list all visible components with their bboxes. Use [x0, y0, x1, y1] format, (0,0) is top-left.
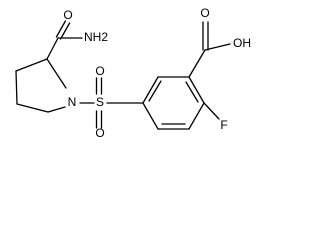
bond-cooh-oh [204, 43, 231, 51]
bond-ring-c4-c5 [16, 103, 49, 113]
bond-ring-c2-n [46, 58, 67, 89]
sulfonyl-oxygen-bottom-label: O [95, 126, 104, 140]
bond-ar-4-5 [188, 102, 205, 130]
bond-ar-3-4 [188, 76, 205, 104]
fluorine-label: F [220, 118, 227, 132]
bond-amide-c-ring [46, 37, 59, 60]
acid-hydroxyl-label: OH [233, 36, 251, 50]
bond-ar-6-1 [142, 102, 159, 130]
sulfur-label: S [96, 95, 104, 109]
acid-oxygen-label: O [200, 6, 209, 20]
sulfonyl-oxygen-top-label: O [95, 64, 104, 78]
bond-amide-c-o-2 [59, 22, 71, 40]
ring-nitrogen-label: N [68, 95, 77, 109]
bond-ar-1-2-inner [148, 80, 162, 102]
bond-ring-c3-c4 [15, 70, 18, 105]
bond-ar-3-4-inner [185, 81, 199, 103]
bond-ar-1-2 [142, 76, 159, 104]
bond-ring-c5-n [47, 106, 66, 113]
bond-amide-c-o-1 [55, 20, 67, 38]
bond-ring-c2-c3 [15, 58, 48, 72]
molecule-structure: O NH2 N S O O O OH F [15, 6, 251, 140]
bond-ar-cooh [188, 49, 206, 78]
bond-ar-f [203, 102, 220, 120]
amide-nh2-label: NH2 [84, 30, 108, 44]
amide-oxygen-label: O [63, 8, 72, 22]
